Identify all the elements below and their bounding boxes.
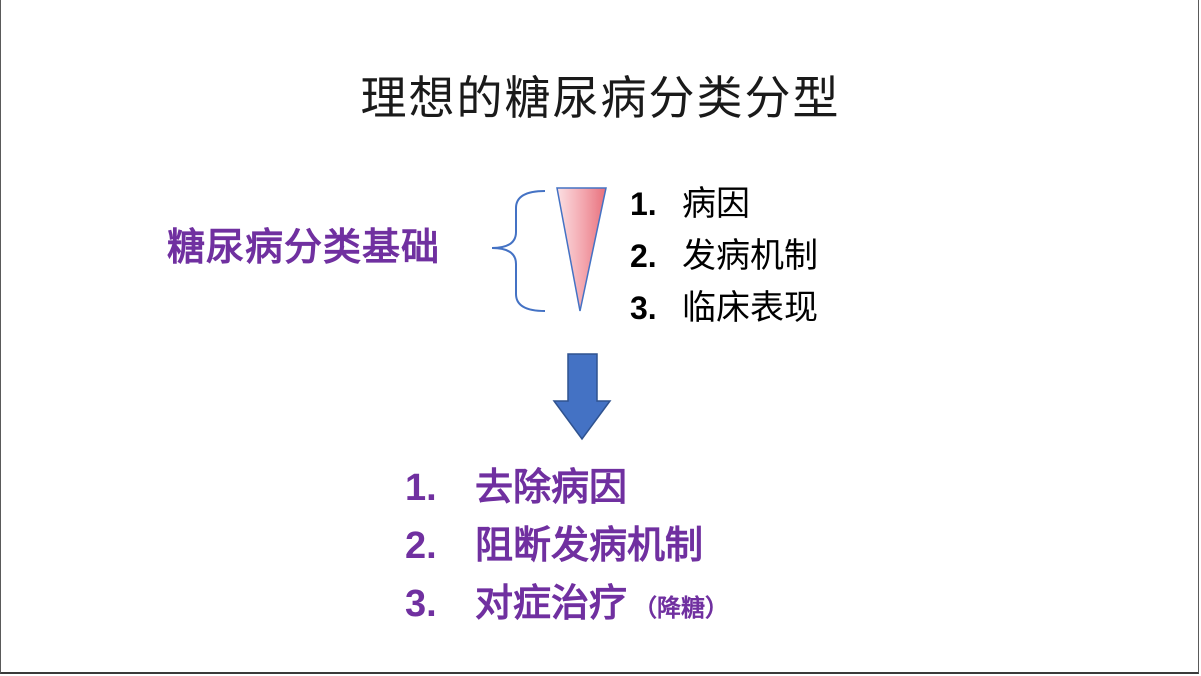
factor-text: 病因 [682, 184, 750, 224]
factor-item-clinical: 3. 临床表现 [630, 282, 818, 334]
classification-factor-list: 1. 病因 2. 发病机制 3. 临床表现 [630, 178, 818, 334]
factor-text: 临床表现 [682, 288, 818, 328]
triangle-wedge-icon [556, 187, 607, 312]
action-number: 1. [405, 467, 437, 509]
action-note: （降糖） [633, 594, 730, 622]
action-text: 阻断发病机制 [475, 523, 704, 567]
treatment-action-list: 1. 去除病因 2. 阻断发病机制 3. 对症治疗（降糖） [405, 458, 729, 632]
action-item-remove-cause: 1. 去除病因 [405, 458, 729, 516]
action-text: 去除病因 [475, 465, 628, 509]
factor-text: 发病机制 [682, 236, 818, 276]
factor-item-pathogenesis: 2. 发病机制 [630, 230, 818, 282]
slide-title: 理想的糖尿病分类分型 [360, 71, 841, 125]
action-item-symptomatic: 3. 对症治疗（降糖） [405, 574, 729, 632]
action-number: 3. [405, 583, 437, 625]
curly-brace-icon [491, 190, 546, 312]
action-text: 对症治疗 [475, 581, 628, 625]
factor-number: 2. [630, 238, 657, 274]
action-number: 2. [405, 525, 437, 567]
factor-item-etiology: 1. 病因 [630, 178, 818, 230]
classification-basis-label: 糖尿病分类基础 [167, 225, 441, 269]
down-arrow-icon [552, 353, 612, 441]
factor-number: 1. [630, 186, 657, 222]
action-item-block-mechanism: 2. 阻断发病机制 [405, 516, 729, 574]
factor-number: 3. [630, 290, 657, 326]
